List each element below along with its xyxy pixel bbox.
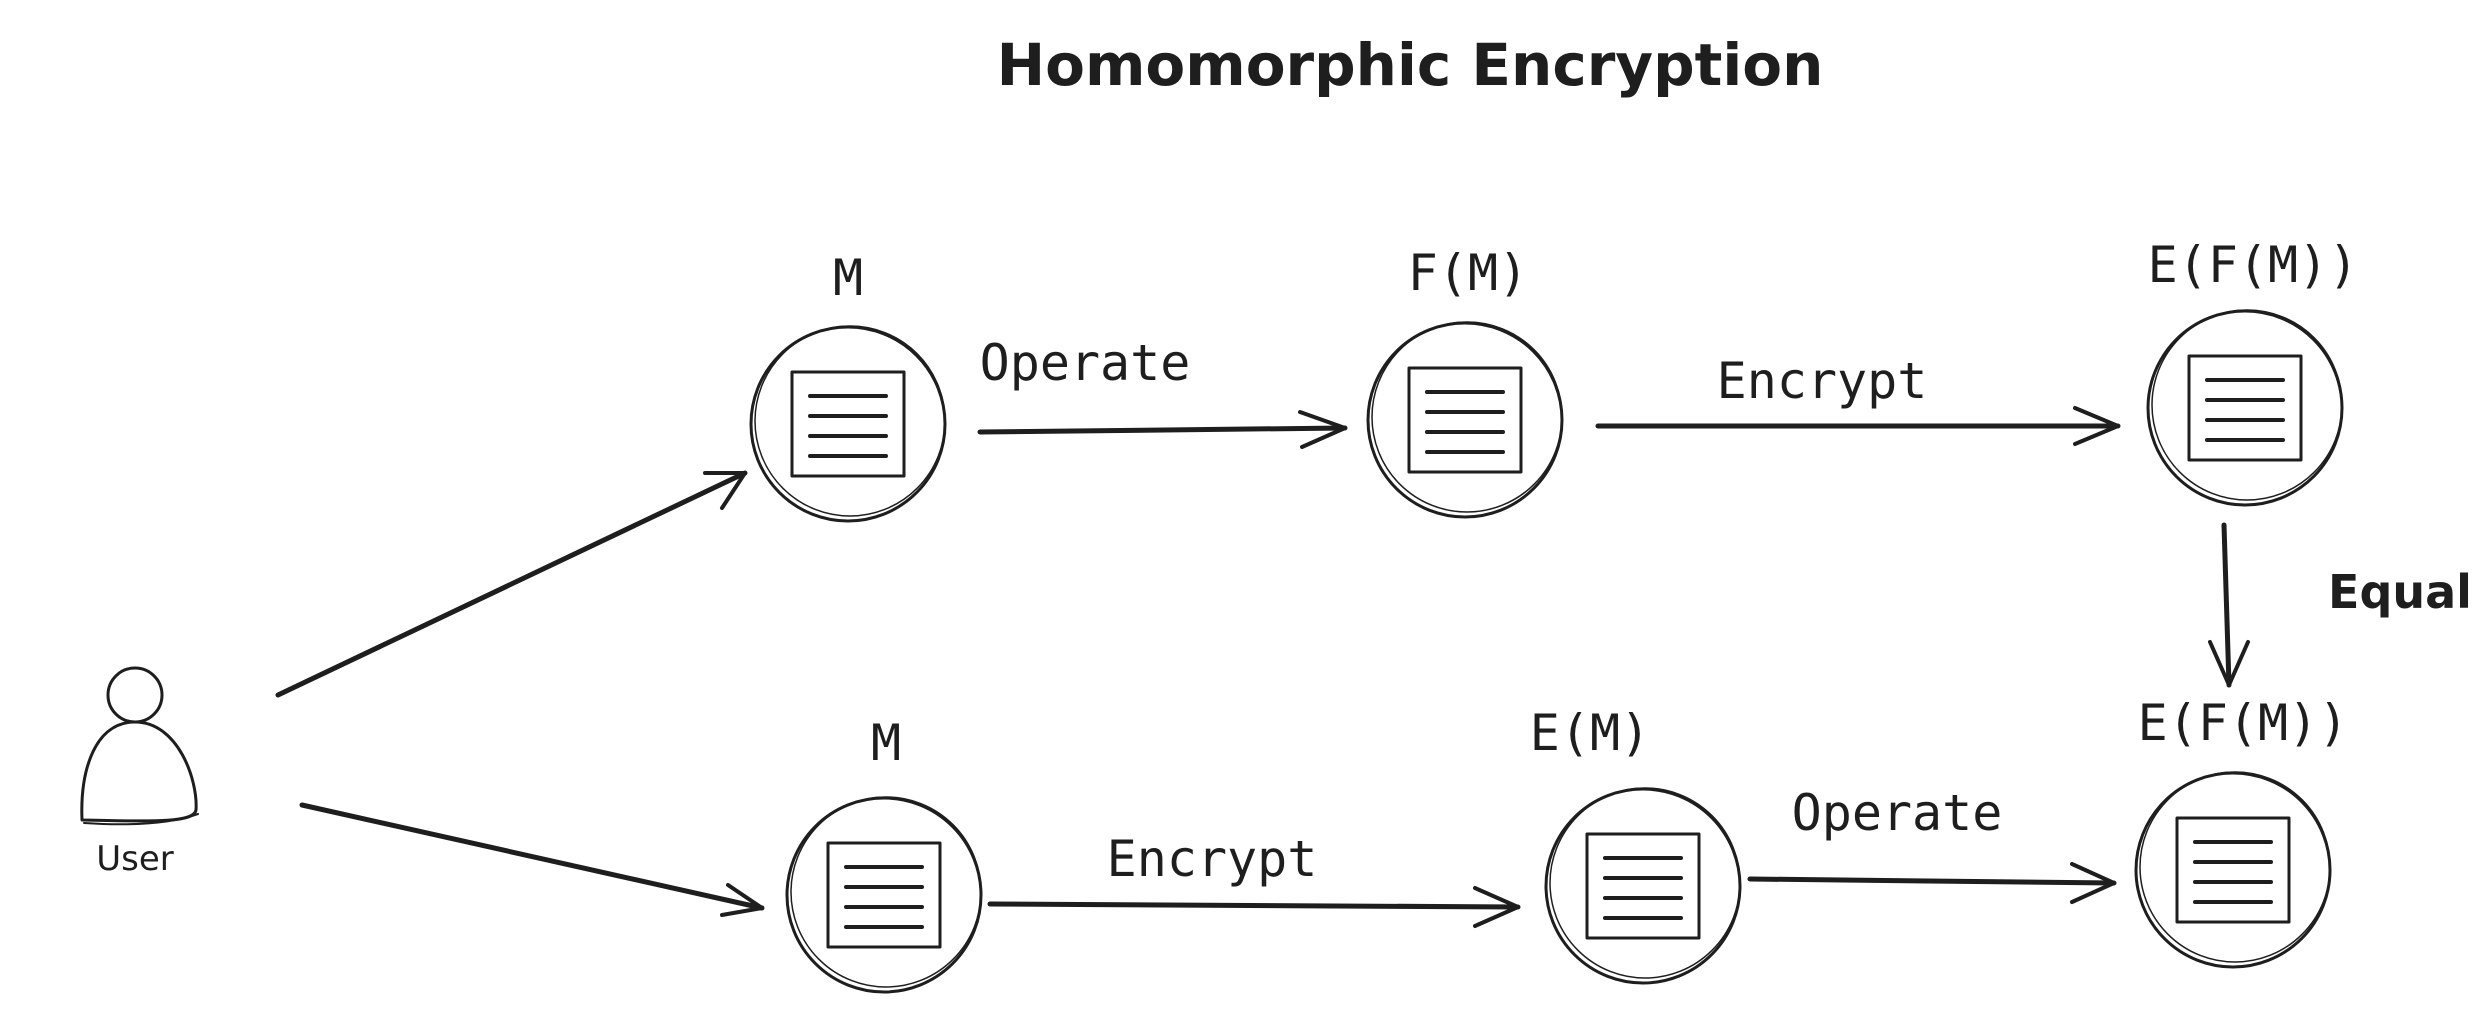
edge-equal-label: Equal (2328, 565, 2472, 619)
user-icon (80, 666, 199, 826)
document-icon (2175, 816, 2291, 924)
arrow-user-to-top-m (275, 470, 748, 698)
node-bottom-em-label: E(M) (1530, 704, 1650, 762)
node-bottom-em: E(M) (1530, 704, 1742, 985)
node-top-fm-label: F(M) (1408, 244, 1528, 302)
edge-equal: Equal (2208, 522, 2472, 688)
edge-bottom-encrypt: Encrypt (987, 830, 1521, 928)
node-top-m-label: M (833, 249, 863, 307)
document-icon (1585, 832, 1701, 940)
node-bottom-m-label: M (871, 714, 901, 772)
user-actor: User (80, 666, 199, 879)
node-bottom-m: M (785, 714, 983, 994)
arrow-user-to-bottom-m (299, 802, 765, 917)
diagram-title: Homomorphic Encryption (997, 31, 1824, 99)
node-top-efm-label: E(F(M)) (2148, 236, 2359, 294)
document-icon (826, 841, 942, 949)
user-label: User (96, 839, 174, 879)
edge-top-operate: Operate (977, 334, 1348, 449)
document-icon (1407, 366, 1523, 474)
node-bottom-efm: E(F(M)) (2134, 694, 2349, 969)
edge-top-encrypt-label: Encrypt (1717, 352, 1928, 410)
node-top-fm: F(M) (1366, 244, 1564, 519)
node-bottom-efm-label: E(F(M)) (2138, 694, 2349, 752)
edge-top-encrypt: Encrypt (1595, 352, 2121, 446)
edge-top-operate-label: Operate (980, 334, 1191, 392)
edge-bottom-encrypt-label: Encrypt (1107, 830, 1318, 888)
node-top-efm: E(F(M)) (2146, 236, 2359, 507)
edge-bottom-operate: Operate (1747, 784, 2117, 904)
document-icon (2187, 354, 2303, 462)
edge-bottom-operate-label: Operate (1792, 784, 2003, 842)
document-icon (790, 370, 906, 478)
node-top-m: M (749, 249, 947, 523)
